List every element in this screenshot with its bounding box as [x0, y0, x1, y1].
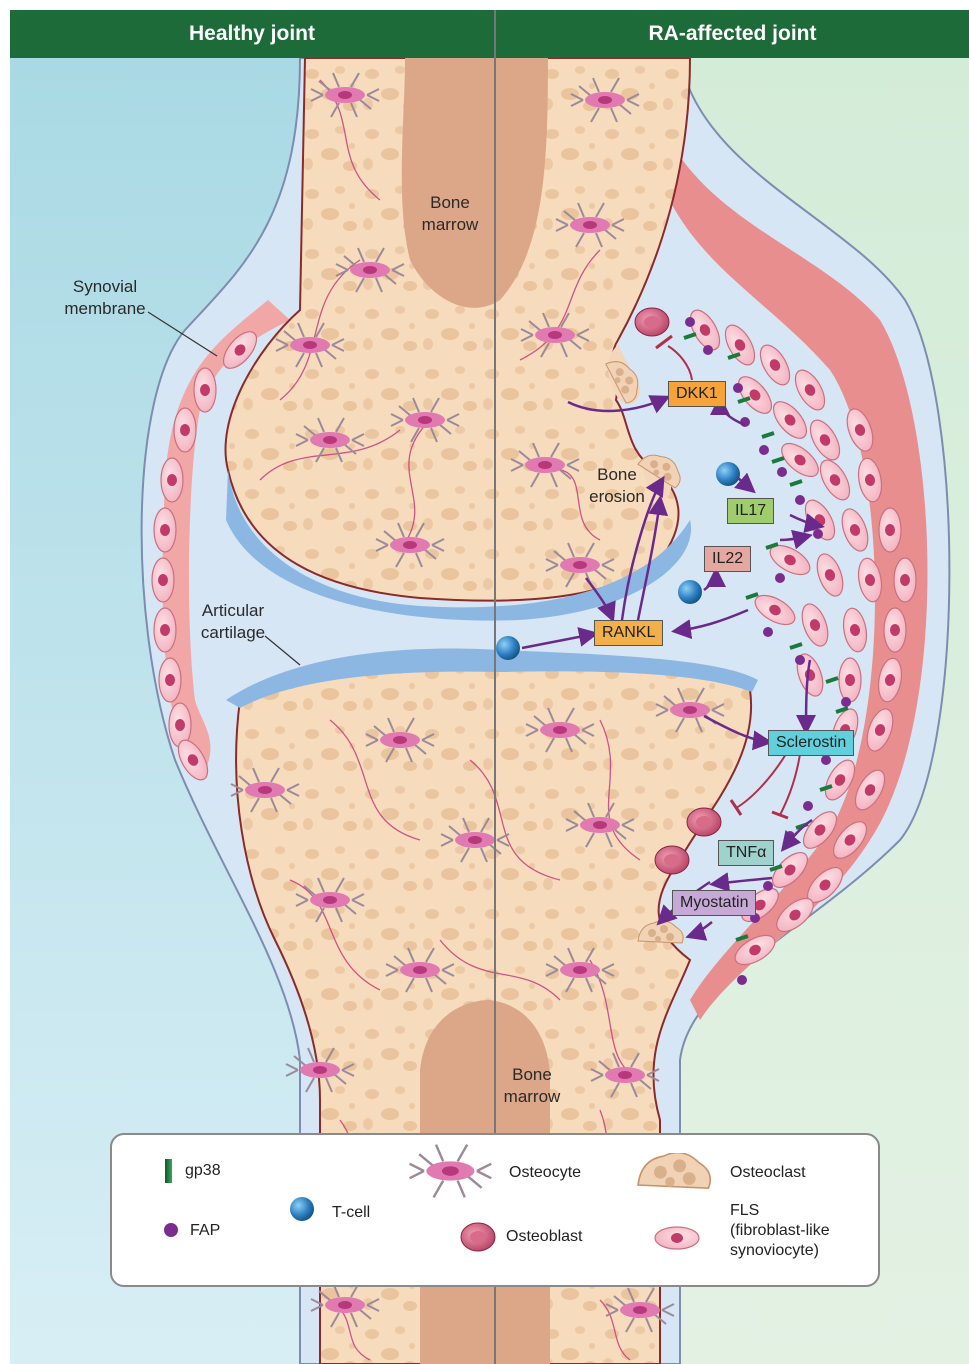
legend-fls-label: FLS (fibroblast-like synoviocyte) — [730, 1201, 830, 1261]
legend-osteoclast-icon — [622, 1153, 722, 1193]
legend-osteocyte-label: Osteocyte — [509, 1163, 581, 1183]
header-healthy: Healthy joint — [10, 10, 494, 58]
molecule-il22: IL22 — [704, 546, 751, 572]
label-articular-cartilage: Articular cartilage — [168, 600, 298, 644]
legend-gp38-swatch — [165, 1159, 172, 1183]
label-synovial-membrane: Synovial membrane — [40, 276, 170, 320]
label-bone-erosion: Bone erosion — [572, 464, 662, 508]
molecule-dkk1: DKK1 — [668, 381, 726, 407]
legend-osteoblast-icon — [448, 1215, 508, 1259]
label-bone-marrow-top: Bone marrow — [400, 192, 500, 236]
molecule-il17: IL17 — [727, 498, 774, 524]
legend-gp38-label: gp38 — [185, 1161, 221, 1181]
molecule-tnfa: TNFα — [718, 840, 774, 866]
molecule-rankl: RANKL — [594, 620, 663, 646]
legend-fls-icon — [627, 1213, 727, 1263]
legend-osteocyte-icon — [400, 1141, 500, 1201]
legend: gp38 FAP T-cell Osteocyte Osteoblast Ost… — [110, 1133, 880, 1287]
legend-osteoclast-label: Osteoclast — [730, 1163, 806, 1183]
legend-fap-swatch — [164, 1223, 178, 1237]
label-bone-marrow-bottom: Bone marrow — [482, 1064, 582, 1108]
legend-fap-label: FAP — [190, 1221, 220, 1241]
molecule-sclerostin: Sclerostin — [768, 730, 854, 756]
legend-tcell-icon — [282, 1189, 322, 1229]
legend-tcell-label: T-cell — [332, 1203, 370, 1223]
header-ra: RA-affected joint — [496, 10, 969, 58]
legend-osteoblast-label: Osteoblast — [506, 1227, 582, 1247]
molecule-myostatin: Myostatin — [672, 890, 756, 916]
